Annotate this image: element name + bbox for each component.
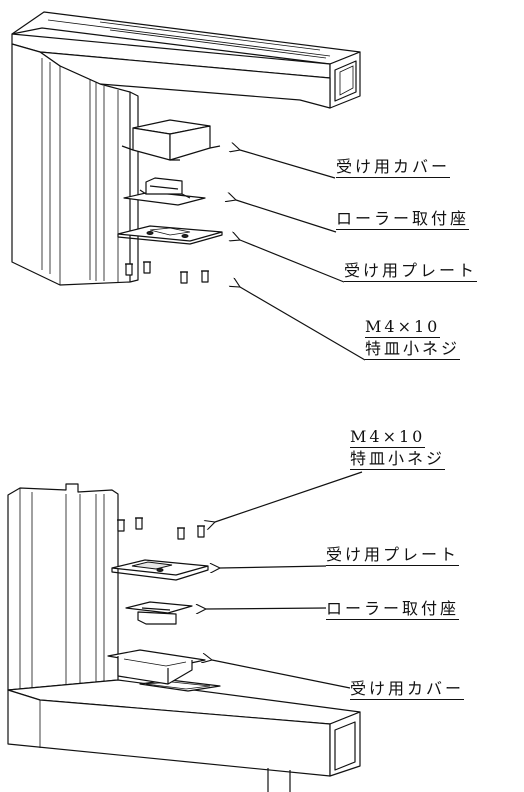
- bottom-label-plate: 受け用プレート: [326, 545, 460, 566]
- top-roller-seat-part: [123, 177, 206, 206]
- bottom-roller-seat-part: [125, 601, 193, 625]
- top-screws: [125, 261, 209, 284]
- top-label-plate: 受け用プレート: [344, 261, 478, 282]
- bottom-screws: [117, 517, 205, 540]
- bottom-label-screw-type: 特皿小ネジ: [350, 449, 446, 470]
- bottom-label-screw-size: M4×10: [350, 427, 426, 448]
- top-label-cover: 受け用カバー: [336, 157, 451, 178]
- top-leader-lines: [236, 150, 366, 361]
- bottom-label-roller-seat: ローラー取付座: [326, 599, 460, 620]
- top-cover-part: [121, 119, 221, 161]
- top-label-roller-seat: ローラー取付座: [336, 209, 470, 230]
- top-plate-part: [117, 225, 223, 245]
- bottom-plate-part: [111, 559, 209, 581]
- bottom-cover-part: [107, 649, 206, 685]
- bottom-leader-lines: [206, 471, 363, 689]
- top-label-screw-size: M4×10: [365, 317, 441, 338]
- bottom-label-cover: 受け用カバー: [350, 679, 465, 700]
- top-label-screw-type: 特皿小ネジ: [365, 339, 461, 360]
- bottom-frame: [7, 483, 361, 792]
- top-frame: [11, 11, 361, 286]
